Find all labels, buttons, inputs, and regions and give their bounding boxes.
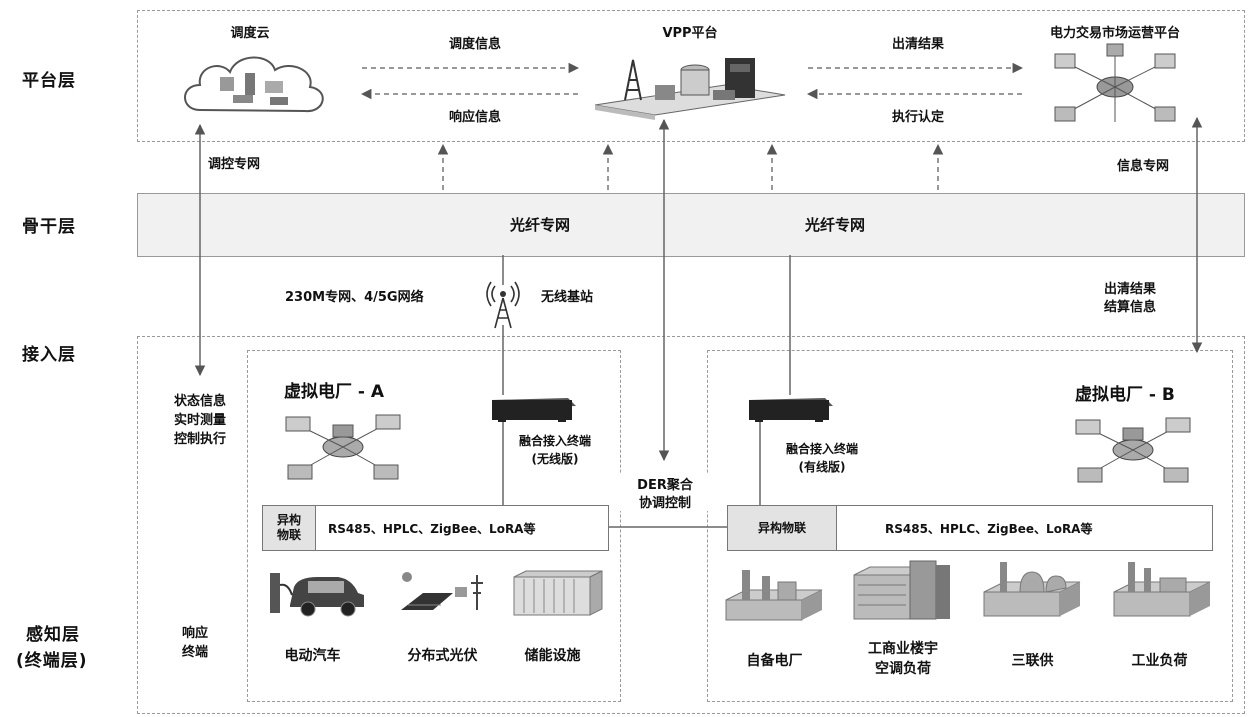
fiber-backbone-bar: [137, 193, 1245, 257]
terminal-b-label-1: 融合接入终端: [785, 442, 858, 456]
vpp-a-protocols: RS485、HPLC、ZigBee、LoRA等: [328, 521, 536, 536]
vpp-a-device-ev: 电动汽车: [284, 648, 341, 664]
cchp-icon: [983, 562, 1081, 617]
clearing-settle-label-2: 结算信息: [1103, 300, 1156, 315]
clearing-settle-label-1: 出清结果: [1103, 282, 1156, 297]
vpp-a-hetero-line1: 异构: [276, 513, 301, 527]
response-info-label: 响应信息: [448, 110, 501, 125]
platform-layer-box: [137, 10, 1245, 142]
response-terminal-label-2: 终端: [181, 645, 208, 660]
vpp-a-box: [247, 350, 621, 702]
vpp-b-device-industrial: 工业负荷: [1131, 653, 1188, 669]
layer-label-perception-sub: (终端层): [16, 651, 88, 671]
info-net-label: 信息专网: [1117, 159, 1170, 174]
layer-label-backbone: 骨干层: [22, 217, 76, 237]
terminal-a-device-icon: [492, 398, 576, 422]
exec-confirm-label: 执行认定: [891, 110, 944, 125]
layer-label-perception: 感知层: [26, 625, 80, 645]
fiber-net-left: 光纤专网: [509, 216, 570, 234]
wireless-nets-label: 230M专网、4/5G网络: [285, 290, 424, 305]
terminal-b-device-icon: [749, 398, 833, 422]
vpp-a-hetero-head: 异构 物联: [263, 506, 316, 550]
commercial-building-icon: [853, 560, 950, 620]
der-aggregation-label-2: 协调控制: [620, 492, 710, 511]
terminal-a-label-1: 融合接入终端: [518, 434, 591, 448]
vpp-b-cluster-icon: [1075, 417, 1191, 483]
control-net-label: 调控专网: [208, 157, 261, 172]
vpp-platform-icon: [594, 58, 786, 120]
vpp-b-device-building-1: 工商业楼宇: [868, 641, 938, 657]
fiber-net-right: 光纤专网: [804, 216, 865, 234]
vpp-b-device-cchp: 三联供: [1011, 653, 1054, 669]
vpp-a-hetero-line2: 物联: [276, 528, 301, 542]
base-station-icon: [486, 281, 520, 329]
vpp-a-hetero-bar: 异构 物联 RS485、HPLC、ZigBee、LoRA等: [262, 505, 609, 551]
vpp-b-box: [707, 350, 1233, 702]
base-station-label: 无线基站: [541, 290, 594, 305]
terminal-a-label-2: (无线版): [531, 452, 579, 466]
status-info-label-2: 实时测量: [173, 413, 226, 428]
vpp-a-device-storage: 储能设施: [524, 648, 581, 664]
response-terminal-label-1: 响应: [181, 626, 208, 641]
dispatch-cloud-title: 调度云: [230, 26, 270, 41]
pv-icon: [401, 572, 483, 610]
captive-plant-icon: [725, 570, 823, 621]
layer-label-platform: 平台层: [22, 71, 76, 91]
market-platform-title: 电力交易市场运营平台: [1049, 26, 1180, 41]
ev-icon: [270, 573, 364, 617]
vpp-a-title: 虚拟电厂 - A: [284, 382, 385, 402]
status-info-label-3: 控制执行: [173, 432, 226, 447]
clearing-result-label: 出清结果: [891, 37, 944, 52]
vpp-b-protocols: RS485、HPLC、ZigBee、LoRA等: [885, 521, 1093, 536]
vpp-b-device-building-2: 空调负荷: [875, 661, 931, 677]
vpp-b-title: 虚拟电厂 - B: [1075, 385, 1175, 405]
terminal-b-label-2: (有线版): [798, 460, 846, 474]
der-aggregation-label-1: DER聚合: [620, 474, 710, 493]
vpp-a-cluster-icon: [285, 414, 401, 480]
industrial-load-icon: [1113, 562, 1211, 617]
storage-icon: [513, 570, 603, 616]
vpp-b-hetero-bar: 异构物联 RS485、HPLC、ZigBee、LoRA等: [727, 505, 1213, 551]
vpp-platform-title: VPP平台: [662, 26, 718, 41]
market-platform-icon: [1054, 43, 1176, 122]
status-info-label-1: 状态信息: [173, 394, 226, 409]
dispatch-info-label: 调度信息: [448, 37, 501, 52]
dispatch-cloud-icon: [184, 56, 324, 113]
layer-label-access: 接入层: [22, 345, 76, 365]
vpp-b-device-captive-plant: 自备电厂: [746, 653, 803, 669]
access-layer-box: [137, 336, 1245, 714]
vpp-a-device-pv: 分布式光伏: [407, 648, 478, 664]
vpp-b-hetero-head: 异构物联: [728, 506, 837, 550]
